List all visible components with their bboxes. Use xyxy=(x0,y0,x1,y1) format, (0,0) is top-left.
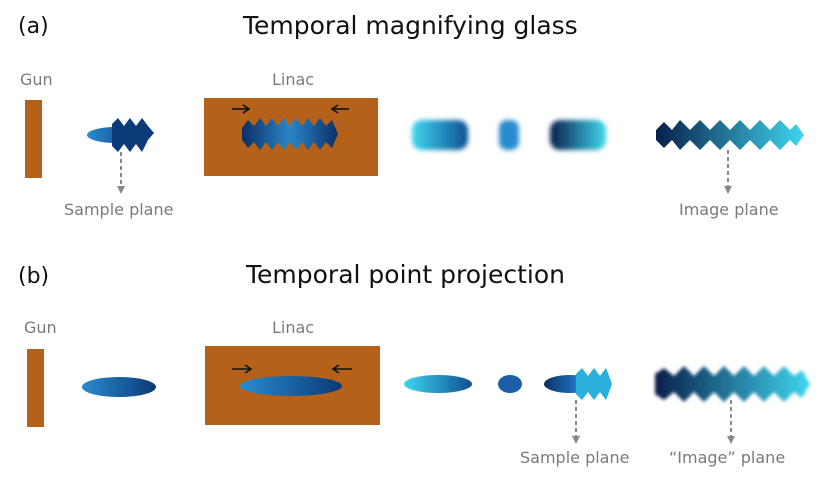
panel-b-image-bunch xyxy=(655,366,810,402)
panel-a-initial-bunch xyxy=(87,118,154,152)
panel-b-sample-bunch xyxy=(544,368,612,400)
panel-a-image-bunch xyxy=(656,120,804,150)
panel-a-tag: (a) xyxy=(18,14,49,39)
panel-a-linac-arrow-left xyxy=(330,104,349,114)
panel-a-gun-label: Gun xyxy=(20,70,53,89)
panel-b-focus-point xyxy=(498,375,522,393)
panel-b-linac-label: Linac xyxy=(272,318,315,337)
panel-a-image-plane-label: Image plane xyxy=(679,200,779,219)
panel-a-defocusing-bunch xyxy=(550,120,606,150)
panel-b-sample-plane-label: Sample plane xyxy=(520,448,630,467)
panel-a-gun xyxy=(25,100,42,178)
panel-b-linac-arrow-right xyxy=(232,364,253,374)
panel-a-sample-plane-label: Sample plane xyxy=(64,200,174,219)
panel-b-image-plane-label: “Image” plane xyxy=(669,448,786,467)
panel-b-gun xyxy=(27,349,44,427)
panel-a-title: Temporal magnifying glass xyxy=(243,11,578,40)
panel-b-initial-bunch xyxy=(82,377,156,397)
panel-a-linac-label: Linac xyxy=(272,70,315,89)
panel-b-focusing-bunch xyxy=(404,375,472,393)
panel-b-tag: (b) xyxy=(18,264,50,289)
panel-b-linac-arrow-left xyxy=(331,364,352,374)
panel-a-focus-point xyxy=(499,120,519,150)
panel-a-focusing-bunch xyxy=(412,120,468,150)
panel-b-linac-bunch xyxy=(240,376,342,396)
panel-a-linac-bunch xyxy=(242,118,338,150)
panel-b-title: Temporal point projection xyxy=(246,260,565,289)
panel-b-gun-label: Gun xyxy=(24,318,57,337)
panel-a-linac-arrow-right xyxy=(232,104,251,114)
